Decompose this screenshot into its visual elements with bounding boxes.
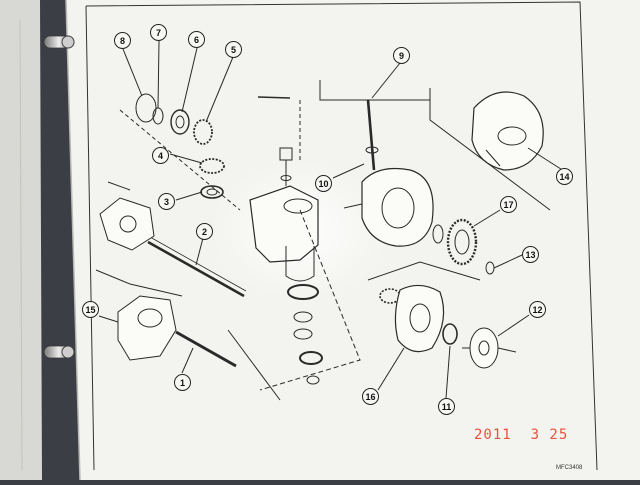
callout-13: 13 — [522, 246, 539, 263]
callout-10: 10 — [315, 175, 332, 192]
figure-code: MFC3408 — [556, 465, 583, 471]
callout-9: 9 — [393, 47, 410, 64]
callout-5: 5 — [225, 41, 242, 58]
binder-ring-bottom — [43, 345, 75, 359]
exploded-diagram — [95, 80, 551, 401]
callout-7: 7 — [150, 24, 167, 41]
callout-14: 14 — [556, 168, 573, 185]
callout-11: 11 — [438, 398, 455, 415]
callout-6: 6 — [188, 31, 205, 48]
figure-border — [85, 1, 598, 471]
binder-ring-top — [43, 35, 75, 49]
callout-16: 16 — [362, 388, 379, 405]
callout-2: 2 — [196, 223, 213, 240]
leader-lines — [98, 40, 565, 399]
callout-1: 1 — [174, 374, 191, 391]
callout-4: 4 — [152, 147, 169, 164]
callout-12: 12 — [529, 301, 546, 318]
snap-ring-part — [135, 93, 157, 123]
callout-15: 15 — [82, 301, 99, 318]
callout-17: 17 — [500, 196, 517, 213]
callout-8: 8 — [114, 32, 131, 49]
camera-date-stamp: 2011 3 25 — [474, 427, 569, 443]
callout-3: 3 — [158, 193, 175, 210]
